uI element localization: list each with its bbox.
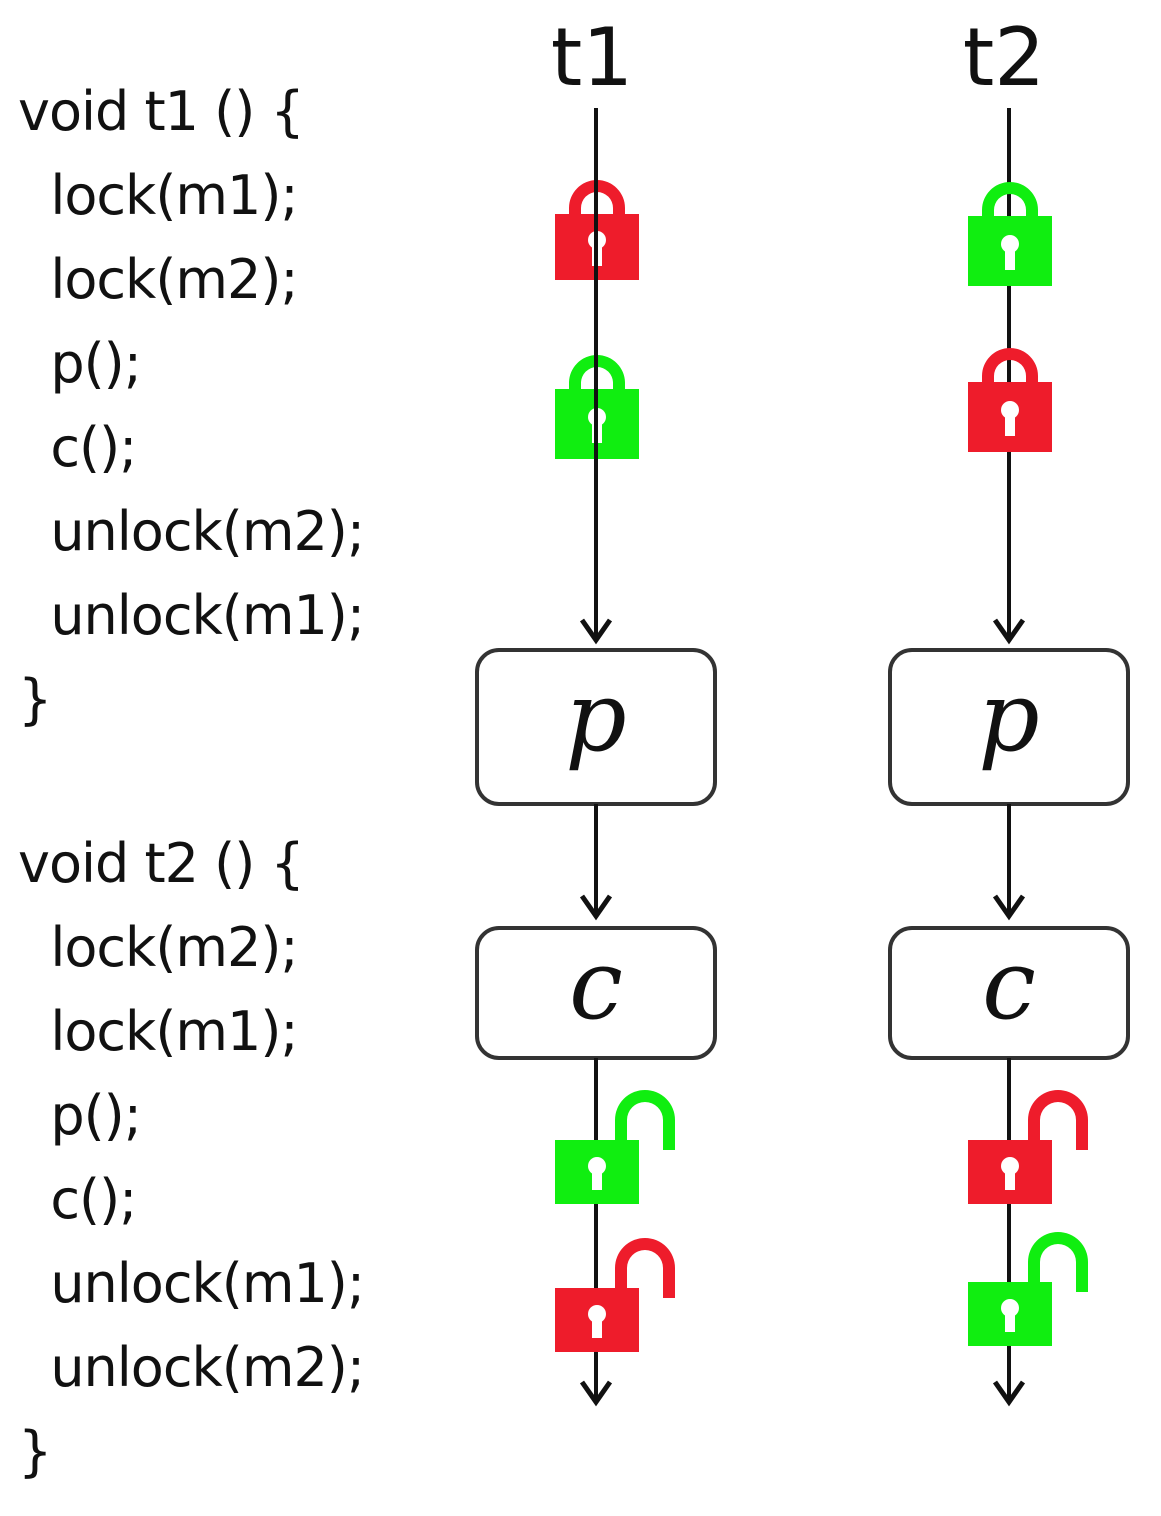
box-label: c [569, 929, 623, 1041]
arrow-head-icon [579, 894, 613, 921]
code-line: void t2 () { [18, 832, 305, 895]
source-code: void t1 () { lock(m1); lock(m2); p(); c(… [18, 70, 365, 1494]
arrow-head-icon [992, 618, 1026, 645]
lock-closed-icon [968, 348, 1052, 452]
code-line: p(); [18, 332, 142, 395]
lock-open-icon [555, 1238, 675, 1352]
arrow-head-icon [992, 1380, 1026, 1407]
lock-open-icon [968, 1232, 1088, 1346]
code-line: c(); [18, 1168, 137, 1231]
code-line: unlock(m2); [18, 1336, 365, 1399]
code-line: lock(m1); [18, 1000, 298, 1063]
arrow-head-icon [992, 894, 1026, 921]
code-line: } [18, 668, 52, 731]
t1-function: void t1 () { lock(m1); lock(m2); p(); c(… [18, 70, 365, 742]
box-label: p [978, 661, 1039, 773]
thread-title: t2 [963, 11, 1045, 104]
code-line: c(); [18, 416, 137, 479]
code-line: unlock(m2); [18, 500, 365, 563]
code-line: lock(m2); [18, 248, 298, 311]
lock-open-icon [555, 1090, 675, 1204]
code-line: void t1 () { [18, 80, 305, 143]
code-line: p(); [18, 1084, 142, 1147]
code-line: unlock(m1); [18, 1252, 365, 1315]
code-line: } [18, 1420, 52, 1483]
lock-open-icon [968, 1090, 1088, 1204]
t2-function: void t2 () { lock(m2); lock(m1); p(); c(… [18, 822, 365, 1494]
code-line: lock(m2); [18, 916, 298, 979]
box-label: p [565, 661, 626, 773]
lock-closed-icon [968, 182, 1052, 286]
code-line: unlock(m1); [18, 584, 365, 647]
arrow-head-icon [579, 618, 613, 645]
thread-t1: t1 p c [475, 11, 717, 1407]
code-line: lock(m1); [18, 164, 298, 227]
thread-t2: t2 p c [888, 11, 1130, 1407]
box-label: c [982, 929, 1036, 1041]
arrow-head-icon [579, 1380, 613, 1407]
thread-title: t1 [551, 11, 633, 104]
